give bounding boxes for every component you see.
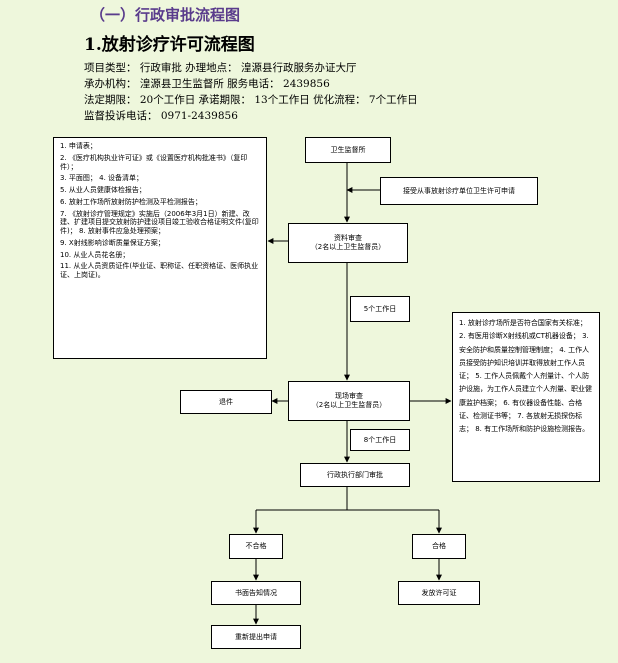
health-office-label: 卫生监督所 xyxy=(330,145,366,154)
reapply-label: 重新提出申请 xyxy=(235,632,277,641)
criteria-text: 1. 放射诊疗场所是否符合国家有关标准； 2. 有医用诊断X射线机或CT机器设备… xyxy=(459,319,592,434)
site-review-title: 现场审查 xyxy=(335,392,363,401)
reapply-box: 重新提出申请 xyxy=(211,625,301,649)
admin-approval-label: 行政执行部门审批 xyxy=(327,470,383,479)
site-review-box: 现场审查 （2名以上卫生监督员） xyxy=(288,381,410,421)
material-item: 3. 平面图； 4. 设备清单； xyxy=(60,174,144,183)
info-line-4: 监督投诉电话： 0971-2439856 xyxy=(84,110,238,122)
pass-label: 合格 xyxy=(432,542,446,551)
admin-approval-box: 行政执行部门审批 xyxy=(300,463,410,487)
days-5-box: 5个工作日 xyxy=(350,296,410,322)
info-line-2: 承办机构： 湟源县卫生监督所 服务电话： 2439856 xyxy=(84,78,330,90)
section-title: （一）行政审批流程图 xyxy=(90,6,241,24)
review-box: 资料审查 （2名以上卫生监督员） xyxy=(288,223,408,263)
info-line-3: 法定期限： 20个工作日 承诺期限： 13个工作日 优化流程： 7个工作日 xyxy=(84,94,418,106)
criteria-list: 1. 放射诊疗场所是否符合国家有关标准； 2. 有医用诊断X射线机或CT机器设备… xyxy=(452,312,600,482)
material-item: 10. 从业人员花名册； xyxy=(60,250,130,259)
material-item: 2. 《医疗机构执业许可证》或《设置医疗机构批准书》（复印件）； xyxy=(60,153,248,171)
apply-box: 接受从事放射诊疗单位卫生许可申请 xyxy=(380,177,538,205)
issue-license-label: 发放许可证 xyxy=(421,588,457,597)
material-item: 9. X射线影响诊断质量保证方案； xyxy=(60,238,165,247)
days-8-label: 8个工作日 xyxy=(363,435,397,444)
material-item: 5. 从业人员健康体检报告； xyxy=(60,186,146,194)
days-8-box: 8个工作日 xyxy=(350,429,410,451)
info-line-1: 项目类型： 行政审批 办理地点： 湟源县行政服务办证大厅 xyxy=(84,62,357,74)
material-item: 1. 申请表； xyxy=(60,142,97,150)
materials-list: 1. 申请表； 2. 《医疗机构执业许可证》或《设置医疗机构批准书》（复印件）；… xyxy=(53,137,267,359)
material-item: 6. 放射工作场所放射防护检测及平检测报告； xyxy=(60,197,202,206)
issue-license-box: 发放许可证 xyxy=(398,581,480,605)
days-5-label: 5个工作日 xyxy=(363,304,397,313)
feedback-box: 书面告知情况 xyxy=(211,581,301,605)
feedback-label: 书面告知情况 xyxy=(235,588,277,597)
pass-box: 合格 xyxy=(412,534,466,559)
material-item: 11. 从业人员资质证件(毕业证、职称证、任职资格证、医师执业证、上岗证)。 xyxy=(60,262,259,279)
review-sub: （2名以上卫生监督员） xyxy=(310,243,386,251)
review-title: 资料审查 xyxy=(334,234,362,243)
material-item: 7. 《放射诊疗管理规定》实施后（2006年3月1日）新建、改建、扩建项目提交放… xyxy=(60,209,259,236)
reject-label: 退件 xyxy=(219,397,233,406)
fail-box: 不合格 xyxy=(229,534,283,559)
page-title: 1.放射诊疗许可流程图 xyxy=(84,35,255,55)
site-review-sub: （2名以上卫生监督员） xyxy=(311,401,387,409)
reject-box: 退件 xyxy=(180,390,272,414)
apply-label: 接受从事放射诊疗单位卫生许可申请 xyxy=(403,186,515,195)
fail-label: 不合格 xyxy=(245,542,267,551)
health-office-box: 卫生监督所 xyxy=(305,137,391,163)
